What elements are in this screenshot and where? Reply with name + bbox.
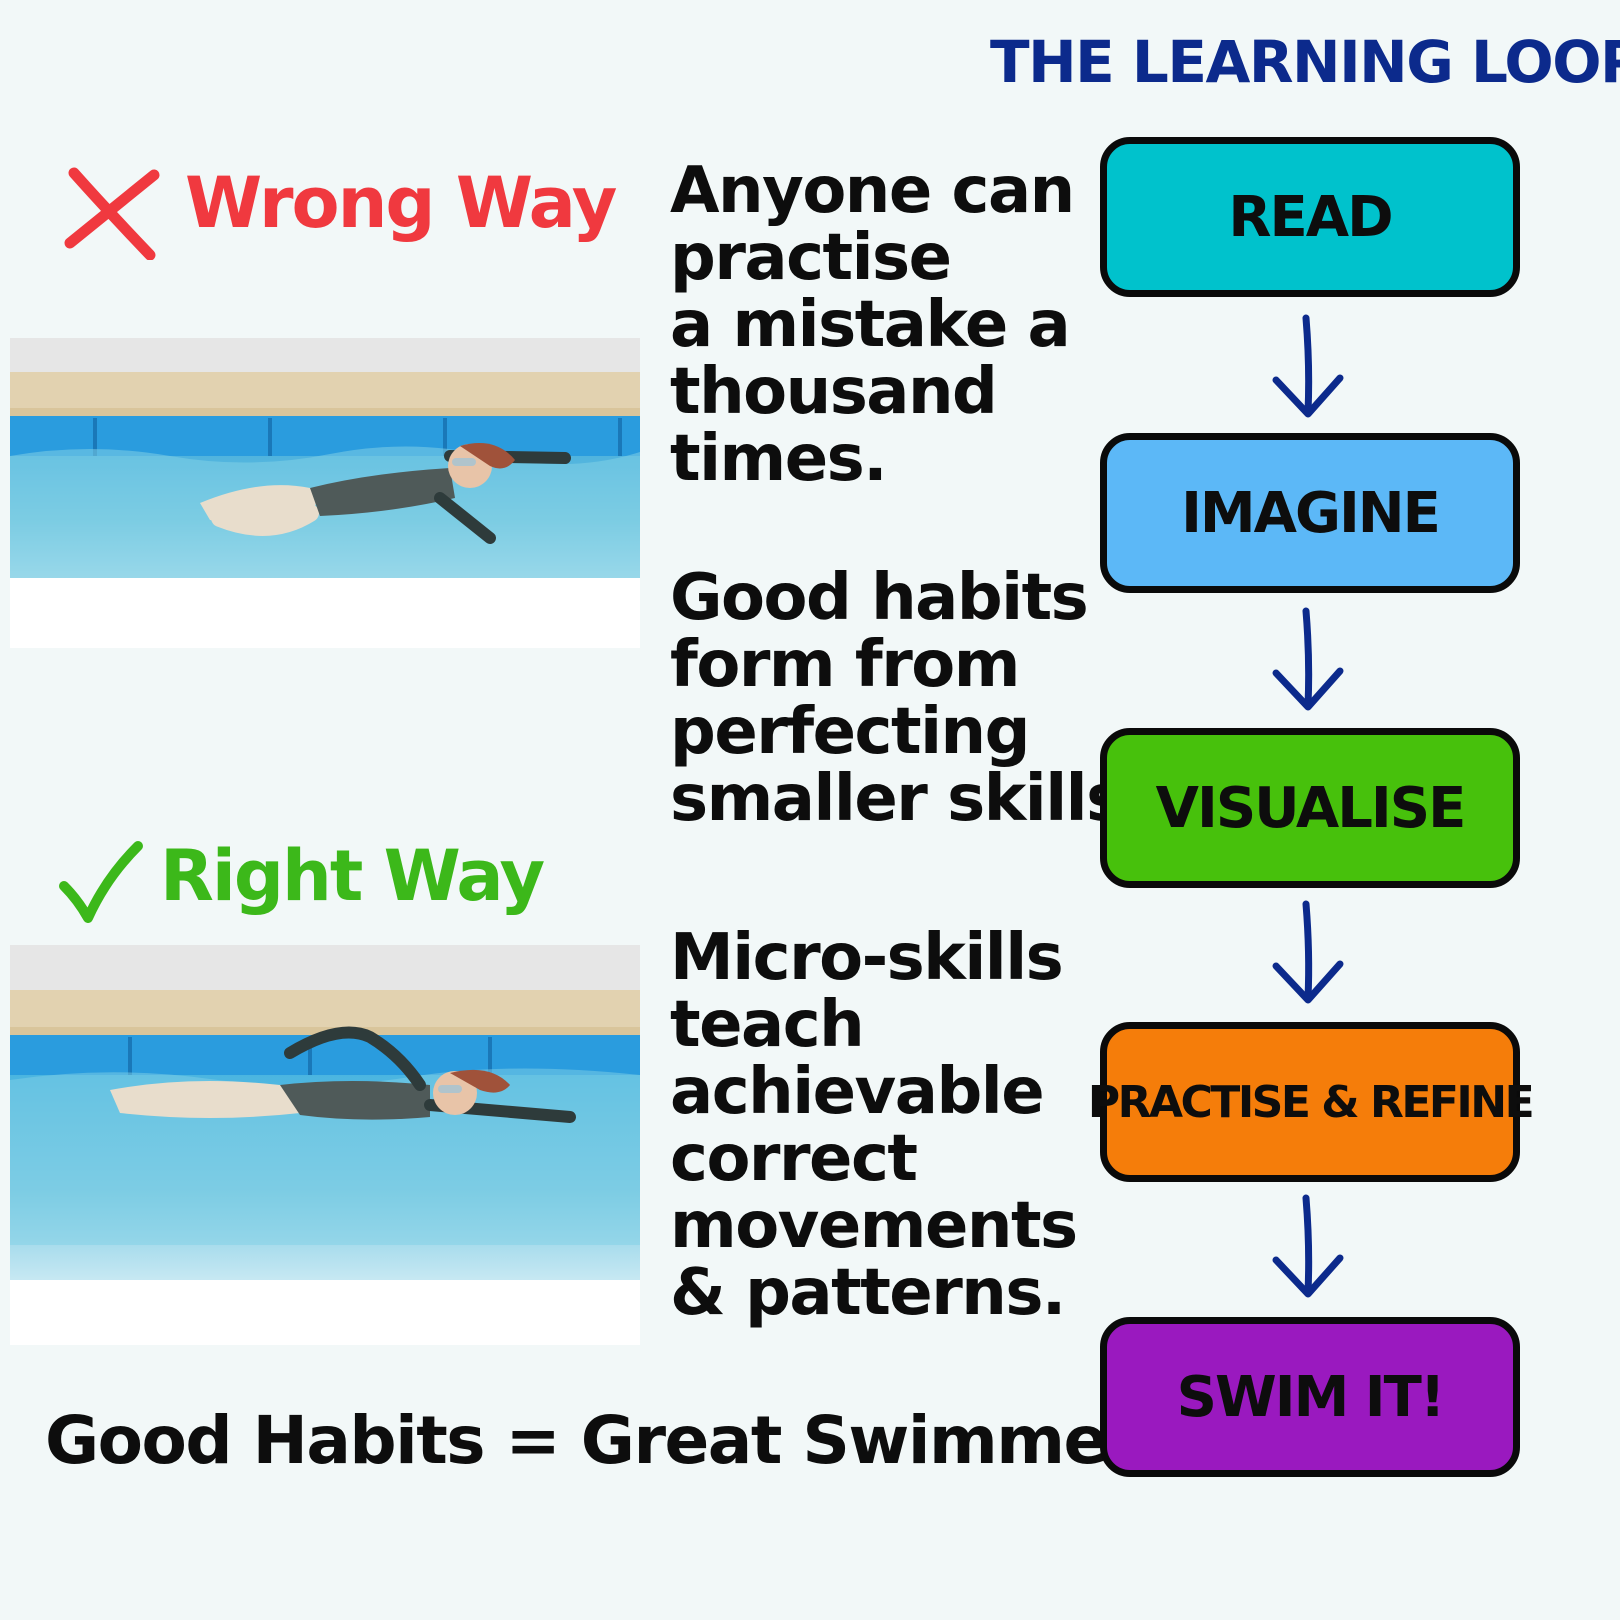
statement-line: correct bbox=[670, 1122, 918, 1196]
arrow-down-icon bbox=[1272, 314, 1344, 418]
cross-icon bbox=[64, 167, 160, 260]
check-icon bbox=[59, 841, 143, 923]
loop-step-swim-it: SWIM IT! bbox=[1100, 1317, 1520, 1477]
loop-step-practise-refine: PRACTISE & REFINE bbox=[1088, 1022, 1535, 1182]
statement-line: a mistake a bbox=[670, 288, 1071, 362]
arrow-down-icon bbox=[1272, 1194, 1344, 1298]
statement-line: movements bbox=[670, 1189, 1078, 1263]
arrow-down-icon bbox=[1272, 900, 1344, 1004]
statement-line: perfecting bbox=[670, 695, 1030, 769]
statement-line: Micro-skills bbox=[670, 921, 1064, 995]
loop-step-imagine: IMAGINE bbox=[1100, 433, 1520, 593]
statement-line: smaller skills. bbox=[670, 762, 1147, 836]
swimmer-figure bbox=[200, 443, 571, 544]
statement-line: times. bbox=[670, 422, 888, 496]
statement-line: form from bbox=[670, 628, 1020, 702]
loop-step-read: READ bbox=[1100, 137, 1520, 297]
statement-line: practise bbox=[670, 221, 952, 295]
statement-line: teach bbox=[670, 988, 865, 1062]
page-title: THE LEARNING LOOP bbox=[990, 28, 1620, 96]
loop-step-visualise: VISUALISE bbox=[1100, 728, 1520, 888]
statement-line: Good habits bbox=[670, 561, 1089, 635]
pool-wrong-illustration bbox=[10, 338, 640, 648]
statement-line: & patterns. bbox=[670, 1256, 1066, 1330]
statement-line: achievable bbox=[670, 1055, 1045, 1129]
slogan: Good Habits = Great Swimmers bbox=[45, 1402, 1177, 1479]
pool-right-illustration bbox=[10, 945, 640, 1345]
swimmer-figure bbox=[110, 1026, 576, 1123]
statement-line: Anyone can bbox=[670, 154, 1075, 228]
statement-1: Anyone can practise a mistake a thousand… bbox=[670, 158, 1080, 493]
arrow-down-icon bbox=[1272, 607, 1344, 711]
statement-2: Good habits form from perfecting smaller… bbox=[670, 561, 1147, 836]
statement-line: thousand bbox=[670, 355, 998, 429]
statement-3: Micro-skills teach achievable correct mo… bbox=[670, 925, 1080, 1327]
right-way-heading: Right Way bbox=[160, 835, 545, 917]
wrong-way-heading: Wrong Way bbox=[185, 162, 617, 244]
